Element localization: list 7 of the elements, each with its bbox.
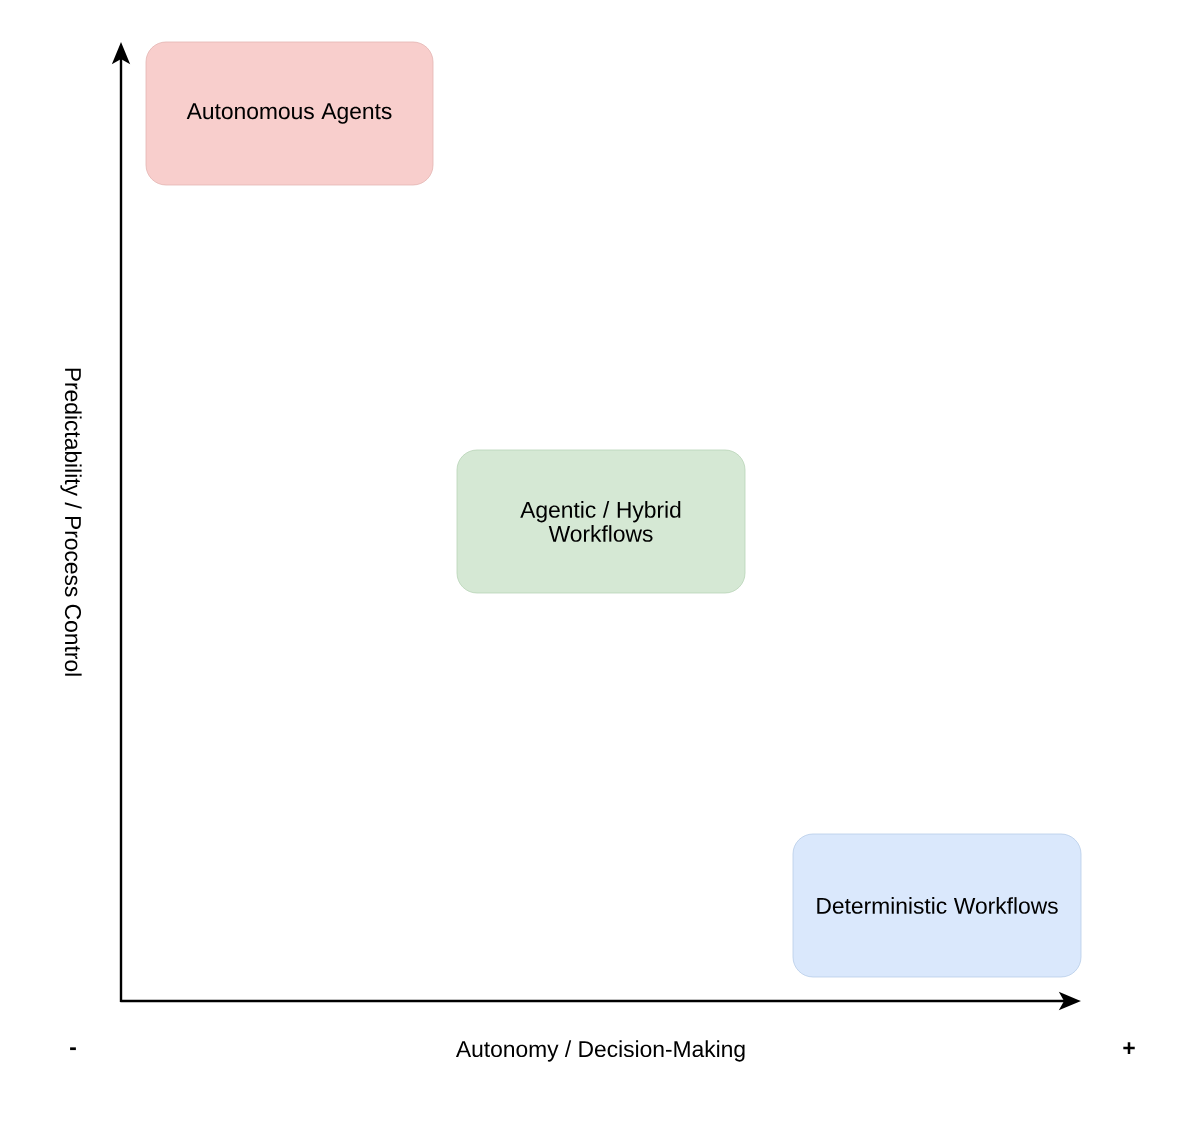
axis-title: Predictability / Process Control	[60, 368, 82, 676]
category-box: Autonomous Agents	[145, 41, 434, 186]
category-box: Deterministic Workflows	[792, 833, 1082, 978]
category-box: Agentic / Hybrid Workflows	[456, 449, 746, 594]
axis-end-sign: -	[70, 1047, 76, 1051]
axis-title: Autonomy / Decision-Making	[455, 1040, 745, 1062]
axis-end-sign: +	[1123, 1042, 1135, 1054]
